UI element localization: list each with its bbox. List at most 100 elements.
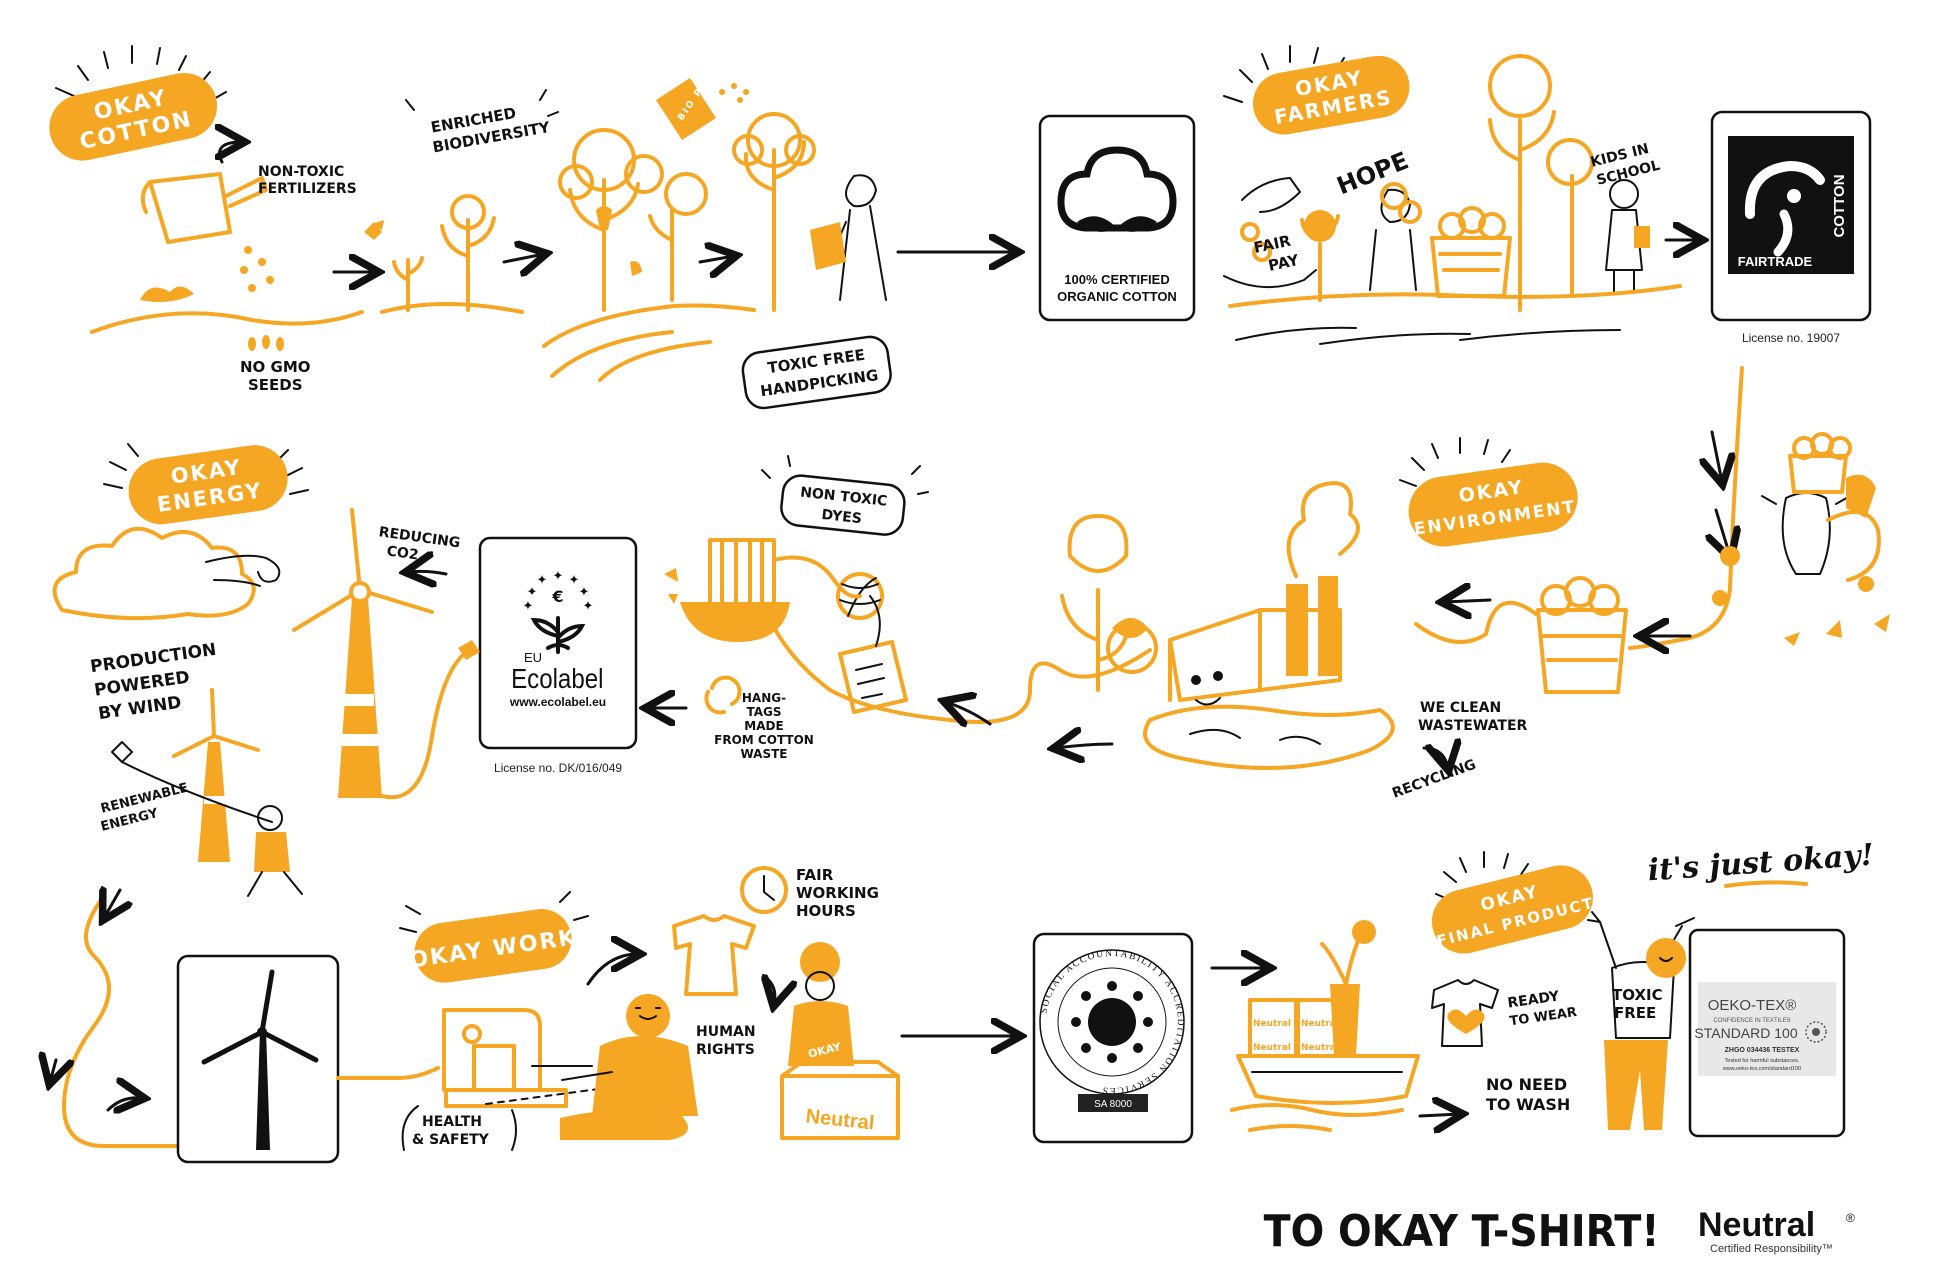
farmer-picking-cotton-icon — [732, 112, 887, 312]
non-toxic-dyes-line1: NON TOXIC — [799, 485, 888, 510]
stage-okay-cotton: OKAY COTTON NON-TOXIC FERTILIZERS NO GMO… — [49, 35, 1016, 410]
eu-stars-icon: ✦ ✦ ✦ ✦ ✦ ✦ ✦ € — [523, 569, 594, 614]
ship-box-brand-3: Neutral — [1253, 1043, 1291, 1053]
bio-pesticide-spray-icon: BIO PESTICIDE — [656, 35, 749, 140]
wind-turbine-icon — [201, 969, 319, 1150]
ecolabel-flower-icon — [530, 616, 586, 654]
happy-person-tshirt-icon — [1587, 911, 1695, 1130]
oekotex-flower-icon — [1805, 1021, 1827, 1043]
sprout-plants-icon — [364, 194, 524, 314]
recycling-label: RECYCLING — [1390, 757, 1478, 802]
farmers-with-cotton-icon — [1300, 54, 1594, 312]
we-clean-wastewater-line1: WE CLEAN — [1420, 700, 1501, 716]
fairtrade-product: COTTON — [1831, 174, 1848, 237]
ship-box-brand-1: Neutral — [1253, 1019, 1291, 1029]
organic-cert-line2: ORGANIC COTTON — [1057, 289, 1177, 304]
ship-box-brand-2: Neutral — [1301, 1019, 1339, 1029]
we-clean-wastewater-line2: WASTEWATER — [1418, 718, 1528, 734]
factory-with-plants-icon — [1143, 481, 1395, 770]
hands-coins-icon — [1223, 177, 1317, 289]
svg-text:✦: ✦ — [537, 573, 548, 588]
ready-to-wear-line1: READY — [1507, 988, 1561, 1011]
okay-final-product-badge: OKAY FINAL PRODUCT — [1431, 865, 1596, 954]
svg-text:✦: ✦ — [553, 569, 564, 584]
cow-with-basket-icon — [1761, 432, 1881, 582]
wind-turbine-large-icon — [292, 508, 480, 800]
soil-ground — [90, 286, 364, 334]
no-need-to-wash-line1: NO NEED — [1486, 1075, 1567, 1094]
tulip-flowers-icon — [1060, 514, 1158, 692]
fairtrade-name: FAIRTRADE — [1738, 254, 1813, 269]
people-circle-icon — [1071, 981, 1153, 1063]
hang-tag-icon — [838, 595, 908, 714]
sun-rays-icon — [55, 45, 227, 101]
kite-flyer-icon — [111, 741, 303, 897]
worker-packing-box-icon: OKAY Neutral — [780, 942, 900, 1140]
stage-okay-work: OKAY WORK HEALTH & SAFETY HUMAN RIGHTS — [336, 866, 1018, 1151]
toxic-free-handpicking-callout: TOXIC FREE HANDPICKING — [741, 335, 892, 410]
oekotex-code: ZHGO 034436 TESTEX — [1725, 1047, 1800, 1054]
footer-headline: TO OKAY T-SHIRT! — [1264, 1205, 1660, 1257]
tshirt-icon — [672, 914, 756, 996]
watering-can-icon — [140, 172, 274, 292]
schoolkid-icon — [1605, 179, 1650, 293]
non-toxic-fertilizers-line2: FERTILIZERS — [258, 181, 357, 197]
health-safety-line1: HEALTH — [422, 1114, 482, 1130]
non-toxic-dyes-line2: DYES — [821, 507, 863, 527]
fairtrade-certificate: FAIRTRADE COTTON License no. 19007 — [1710, 110, 1872, 345]
eu-ecolabel-certificate: ✦ ✦ ✦ ✦ ✦ ✦ ✦ € EU Ecolabel www.ecolabel… — [478, 536, 638, 775]
wind-cloud-icon — [52, 526, 281, 621]
cotton-basket-icon — [1536, 576, 1628, 694]
oekotex-tagline: CONFIDENCE IN TEXTILES — [1713, 1018, 1790, 1024]
wind-power-box — [176, 954, 340, 1164]
svg-text:✦: ✦ — [579, 585, 590, 600]
sewing-machine-icon — [442, 1008, 607, 1108]
oekotex-url: www.oeko-tex.com/standard100 — [1722, 1066, 1801, 1072]
seeds-icon — [248, 335, 284, 351]
human-rights-line2: RIGHTS — [696, 1042, 755, 1058]
ecolabel-eu: EU — [524, 650, 542, 665]
non-toxic-fertilizers-line1: NON-TOXIC — [258, 164, 344, 180]
okay-environment-badge: OKAY ENVIRONMENT — [1408, 462, 1578, 547]
fair-pay-line2: PAY — [1267, 251, 1302, 275]
cotton-trees-icon — [542, 128, 756, 382]
sun-rays-icon — [1399, 437, 1531, 487]
ecolabel-license: License no. DK/016/049 — [494, 761, 622, 775]
okay-work-badge: OKAY WORK — [408, 909, 579, 983]
svg-text:✦: ✦ — [523, 599, 534, 614]
ship-box-brand-4: Neutral — [1301, 1043, 1339, 1053]
fairtrade-mark-icon — [1744, 160, 1825, 257]
toxic-free-final-line1: TOXIC — [1612, 986, 1663, 1004]
recycle-icon — [704, 675, 742, 715]
toxic-free-final-line2: FREE — [1614, 1004, 1656, 1022]
dyed-fabric-bowl-icon — [664, 538, 862, 642]
sun-rays-icon — [1435, 851, 1547, 901]
footer-tagline: Certified Responsibility™ — [1710, 1243, 1833, 1255]
health-safety-line2: & SAFETY — [412, 1132, 490, 1148]
fairtrade-license: License no. 19007 — [1742, 331, 1840, 345]
svg-text:€: € — [551, 587, 563, 606]
okay-energy-badge: OKAY ENERGY — [128, 445, 288, 525]
clock-icon — [740, 866, 788, 914]
fair-working-hours-line3: HOURS — [796, 902, 856, 920]
cotton-flower-icon — [1057, 146, 1177, 234]
hangtags-line3: MADE — [744, 719, 783, 733]
hangtags-line5: WASTE — [740, 747, 787, 761]
sun-rays-icon — [1223, 45, 1367, 103]
oekotex-tested: Tested for harmful substances. — [1725, 1058, 1800, 1064]
human-rights-line1: HUMAN — [696, 1024, 756, 1040]
non-toxic-dyes-callout: NON TOXIC DYES — [780, 474, 906, 536]
yarn-ball-icon — [836, 572, 884, 620]
oekotex-certificate: OEKO-TEX® CONFIDENCE IN TEXTILES STANDAR… — [1688, 928, 1846, 1138]
hangtags-line2: TAGS — [746, 705, 781, 719]
no-gmo-seeds-line1: NO GMO — [240, 358, 311, 376]
okay-farmers-badge: OKAY FARMERS — [1252, 55, 1410, 135]
okay-cotton-badge: OKAY COTTON — [49, 72, 218, 161]
organic-cotton-certificate: 100% CERTIFIED ORGANIC COTTON — [1038, 114, 1196, 322]
stage-okay-final-product: Neutral Neutral Neutral Neutral OKAY FIN… — [1210, 838, 1875, 1130]
sa8000-certificate: SOCIAL ACCOUNTABILITY ACCREDITATION SERV… — [1032, 932, 1194, 1144]
box-brand-label: Neutral — [805, 1105, 876, 1134]
svg-text:✦: ✦ — [527, 585, 538, 600]
organic-cert-line1: 100% CERTIFIED — [1064, 272, 1169, 287]
